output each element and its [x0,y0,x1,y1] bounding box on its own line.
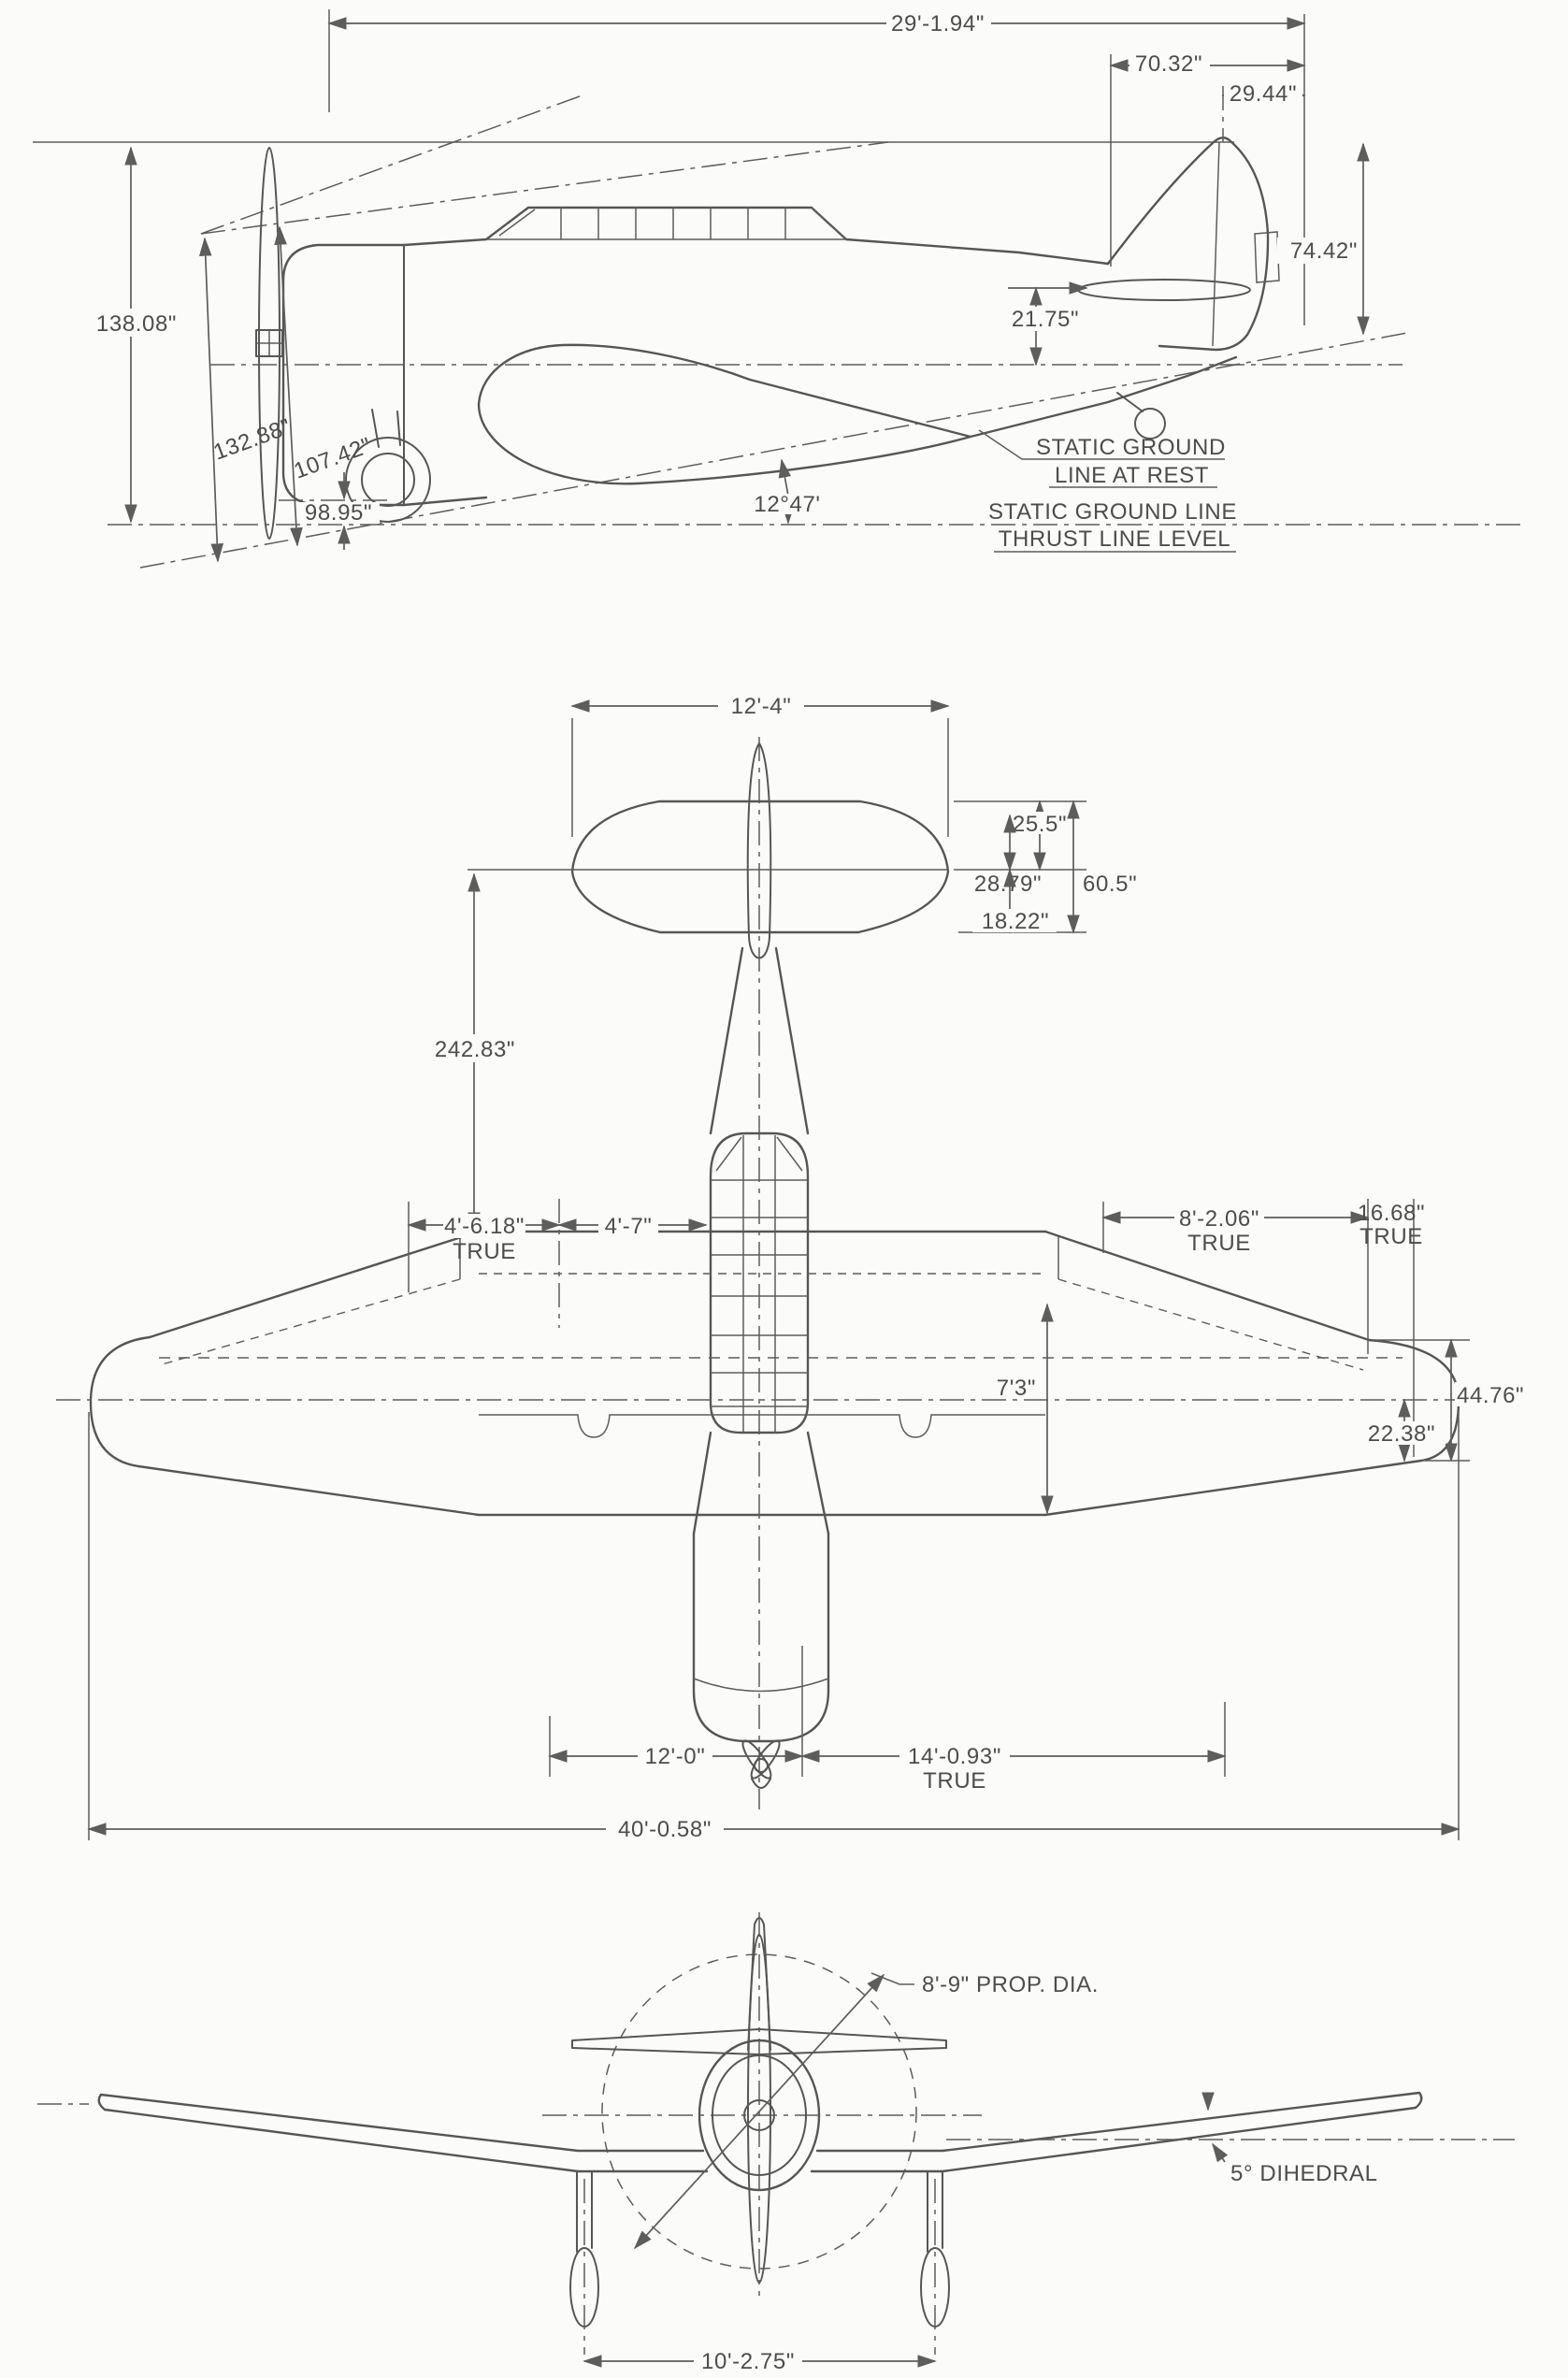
stabilizer-side [1077,279,1251,301]
dim-tip-chord: 44.76" 22.38" [1358,1338,1546,1463]
dim-stab-overall-chord-label: 60.5" [1083,872,1137,897]
dim-fin-height-label: 138.08" [96,311,177,337]
dihedral-annotation: 5° DIHEDRAL [946,2092,1515,2186]
dim-wing-stations-right: 8'-2.06" TRUE 16.68" TRUE [1101,1199,1425,1457]
left-gear-front [569,2170,599,2355]
dim-stab-above-thrust-label: 21.75" [1012,307,1079,332]
main-wheel [361,453,415,507]
left-tip-front [97,2093,107,2111]
dim-fin-chord: 29.44" [1221,80,1306,142]
prop-disc-circle [601,1953,917,2270]
dim-tail-to-rudder: 70.32" [1109,49,1306,267]
rear-fuselage-left [709,946,744,1135]
dim-gear-track-label: 10'-2.75" [701,2349,795,2374]
dim-wing-tip-label: 16.68" [1358,1201,1425,1226]
dim-tail-height-label: 74.42" [1290,238,1358,264]
fin-front [747,1917,771,2051]
prop-dia-label: 8'-9" PROP. DIA. [922,1972,1099,1997]
dim-prop-tip-at-rest-label: 132.88" [210,414,295,466]
propeller-side [255,147,283,540]
dim-tip-half-chord-label: 22.38" [1368,1421,1435,1447]
canopy-plan [709,1131,810,1434]
dim-tail-arm-label: 242.83" [435,1037,515,1062]
note-at-rest-line2: LINE AT REST [1055,463,1209,488]
rear-fuselage-right [774,946,810,1135]
dim-flap-station-chord-label: 7'3" [997,1376,1036,1401]
dim-stab-span: 12'-4" [570,692,950,837]
dim-tip-chord-label: 44.76" [1457,1383,1524,1408]
gear-well-line [479,1414,1045,1438]
prop-dia-annotation: 8'-9" PROP. DIA. [633,1972,1099,2250]
dim-tail-height-at-rest: 74.42" [1277,142,1370,336]
wing-side [477,343,972,485]
dim-overall-length-label: 29'-1.94" [891,11,985,36]
right-aileron-hinge [1057,1278,1364,1371]
dim-elevator-root-chord-label: 18.22" [982,909,1049,934]
tail-wheel-side [1116,392,1166,440]
left-wing-tip [89,1335,151,1468]
dim-fin-height-level: 138.08" [65,146,208,524]
dim-wing-tip-note: TRUE [1359,1224,1423,1249]
dim-span-bottom: 12'-0" 14'-0.93" TRUE 40'-0.58" [87,1407,1460,1842]
note-level-line2: THRUST LINE LEVEL [999,526,1231,552]
stabilizer-plan [570,742,950,959]
dim-stab-above-thrust: 21.75" [1002,281,1088,367]
dim-gear-track: 10'-2.75" [583,2349,937,2374]
fin-rudder-side [1106,137,1270,352]
rudder-hinge-line [1212,141,1220,347]
dim-wing-stations-left: 4'-6.18" TRUE 4'-7" [407,1199,708,1328]
dim-outer-panel-note: TRUE [1187,1231,1251,1256]
note-level-line1: STATIC GROUND LINE [988,499,1237,525]
right-tip-front [1414,2091,1423,2110]
dim-outer-panel-inner-note: TRUE [453,1239,516,1264]
ground-angle-label: 12°47' [754,492,820,517]
canopy-side [486,207,847,240]
dim-outer-panel-span-label: 14'-0.93" [908,1744,1001,1769]
note-ground-line-at-rest: STATIC GROUND LINE AT REST [978,429,1226,488]
left-aileron-hinge [158,1278,461,1366]
dim-canopy-at-rest: 107.42" [274,225,375,547]
front-view: 5° DIHEDRAL 8'-9" PROP. DIA. 10'-2.75" [37,1912,1515,2374]
dim-outer-panel-inner-label: 4'-6.18" [444,1214,525,1239]
note-ground-line-level: STATIC GROUND LINE THRUST LINE LEVEL [972,499,1253,553]
dim-wing-span-label: 40'-0.58" [618,1817,712,1842]
wing-plan [56,1230,1513,1517]
dim-stab-chords: 25.5" 60.5" 28.79" 18.22" [954,800,1137,934]
dim-prop-clearance-label: 98.95" [305,500,372,526]
dim-stab-span-label: 12'-4" [731,694,792,719]
dim-flap-station-chord: 7'3" [997,1303,1054,1515]
dim-ground-angle: 12°47' [739,458,832,525]
note-at-rest-line1: STATIC GROUND [1036,435,1226,460]
at-rest-reference-line-lower [200,141,889,235]
dihedral-label: 5° DIHEDRAL [1230,2161,1378,2186]
dim-prop-tip-at-rest: 132.88" [198,237,295,563]
dim-fin-chord-label: 29.44" [1230,81,1297,107]
propeller-plan [741,1739,781,1789]
dim-stab-root-chord-label: 28.79" [974,872,1042,897]
fin-rudder-plan [746,742,772,959]
main-gear-side [345,409,431,523]
plan-view: 12'-4" 25.5" 60.5" 28.79" 18.22" 242.83" [56,692,1546,1842]
dim-center-section-half-label: 4'-7" [605,1214,653,1239]
engine-cowl-plan [692,1532,830,1743]
dim-elevator-tip-chord-label: 25.5" [1013,812,1067,837]
side-view: 29'-1.94" 70.32" 29.44" 138.08" 132.88" [33,9,1524,569]
right-gear-front [920,2170,950,2355]
dim-tail-arm: 242.83" [421,869,574,1232]
dim-outer-panel-label: 8'-2.06" [1179,1206,1259,1232]
nose-plan [692,1431,830,1789]
dim-outer-panel-span-note: TRUE [923,1768,986,1794]
dim-tail-to-rudder-label: 70.32" [1135,51,1202,77]
rudder-trim-tab [1254,231,1280,283]
at-rest-reference-line-upper [200,95,581,235]
dim-prop-clearance: 98.95" [279,472,393,550]
dim-center-section-span-label: 12'-0" [645,1744,706,1769]
